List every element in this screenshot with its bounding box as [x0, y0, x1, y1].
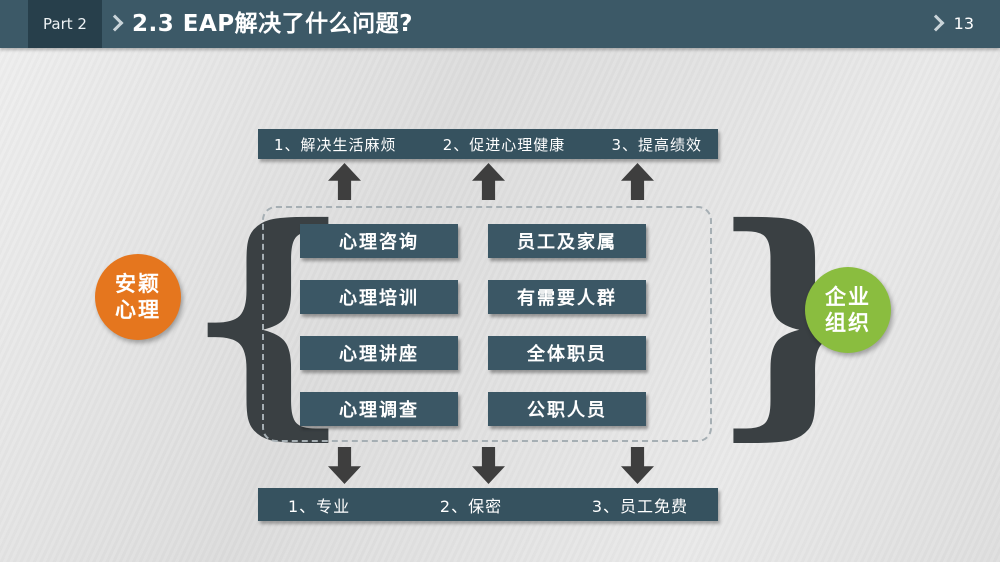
- up-arrow-icon: [472, 163, 505, 200]
- page-number: 13: [953, 14, 974, 33]
- organization-circle: 企业 组织: [805, 267, 891, 353]
- audience-item: 员工及家属: [488, 224, 646, 258]
- banner-item: 3、提高绩效: [611, 135, 702, 154]
- organization-circle-line2: 组织: [825, 311, 871, 335]
- slide-title: 2.3 EAP解决了什么问题?: [132, 11, 413, 37]
- banner-item: 2、保密: [439, 496, 503, 516]
- service-item: 心理调查: [300, 392, 458, 426]
- chevron-right-icon: [927, 14, 945, 32]
- banner-item: 3、员工免费: [591, 496, 688, 516]
- header-bar: Part 2 2.3 EAP解决了什么问题? 13: [0, 0, 1000, 48]
- service-item: 心理咨询: [300, 224, 458, 258]
- banner-item: 1、解决生活麻烦: [274, 135, 397, 154]
- part-label: Part 2: [28, 0, 102, 48]
- banner-item: 1、专业: [288, 496, 351, 516]
- up-arrow-icon: [621, 163, 654, 200]
- down-arrow-icon: [621, 447, 654, 484]
- benefits-banner: 1、解决生活麻烦 2、促进心理健康 3、提高绩效: [258, 129, 718, 159]
- service-item: 心理讲座: [300, 336, 458, 370]
- provider-circle-line2: 心理: [115, 298, 161, 322]
- dashed-container: [262, 206, 712, 442]
- audience-item: 全体职员: [488, 336, 646, 370]
- audience-item: 有需要人群: [488, 280, 646, 314]
- down-arrow-icon: [472, 447, 505, 484]
- audience-item: 公职人员: [488, 392, 646, 426]
- service-item: 心理培训: [300, 280, 458, 314]
- organization-circle-line1: 企业: [825, 284, 871, 309]
- features-banner: 1、专业 2、保密 3、员工免费: [258, 488, 718, 521]
- provider-circle: 安颖 心理: [95, 254, 181, 340]
- banner-item: 2、促进心理健康: [442, 135, 566, 154]
- provider-circle-line1: 安颖: [115, 271, 161, 296]
- chevron-right-icon: [106, 14, 124, 32]
